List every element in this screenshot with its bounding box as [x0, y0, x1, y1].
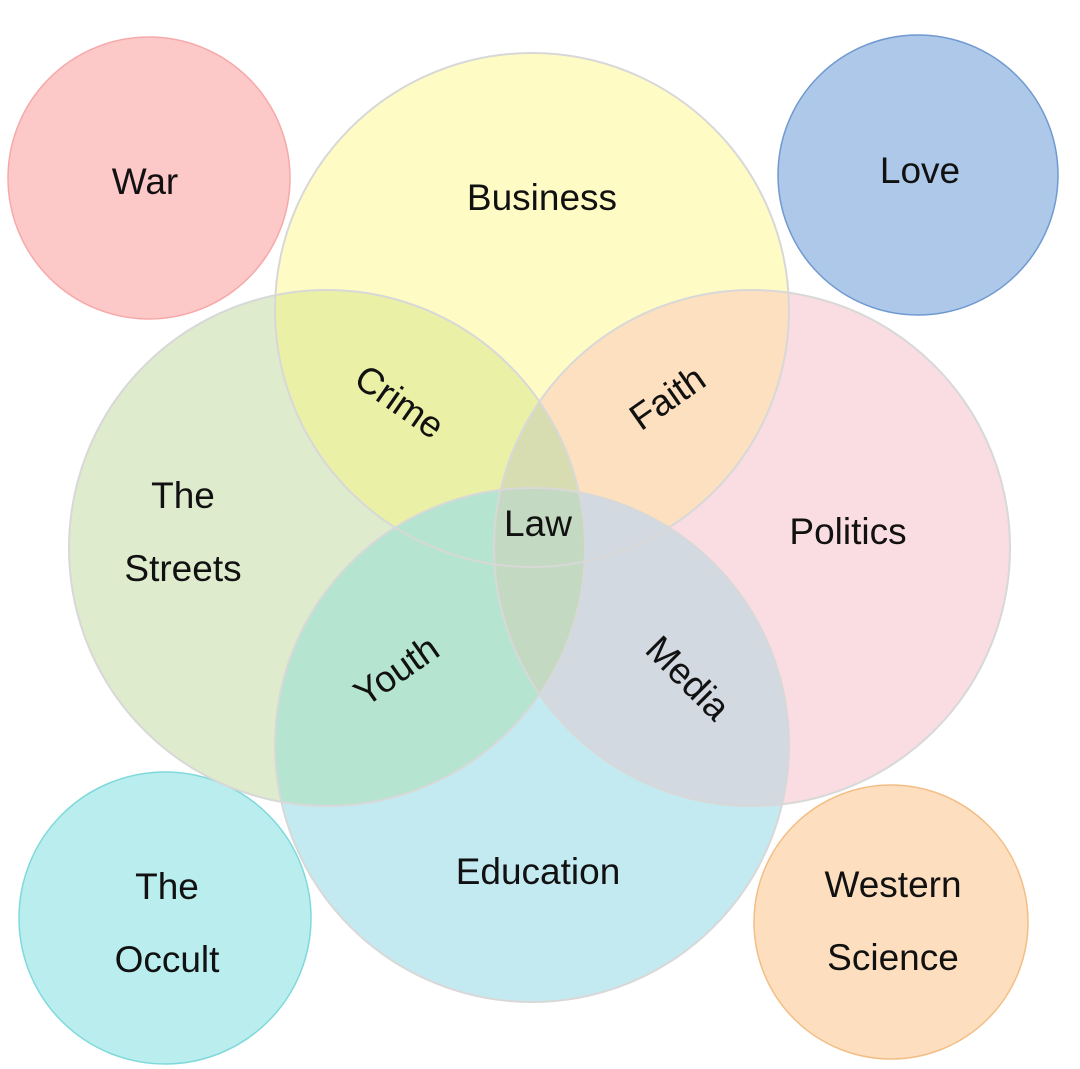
- streets-label-line-2: Streets: [124, 548, 241, 589]
- occult-circle: [18, 771, 312, 1065]
- occult-label-line-1: The: [135, 866, 199, 907]
- education-label: Education: [456, 851, 621, 892]
- politics-label: Politics: [789, 511, 906, 552]
- business-outline: [274, 52, 790, 568]
- western-label-line-1: Western: [824, 864, 961, 905]
- law-label: Law: [504, 503, 572, 544]
- war-label: War: [112, 161, 178, 202]
- western-science-circle: [753, 784, 1029, 1060]
- business-label: Business: [467, 177, 617, 218]
- love-label: Love: [880, 150, 960, 191]
- love-circle: [777, 34, 1059, 316]
- streets-outline: [68, 289, 586, 807]
- science-label-line-2: Science: [827, 937, 959, 978]
- politics-outline: [493, 289, 1011, 807]
- streets-label-line-1: The: [151, 475, 215, 516]
- education-outline: [274, 487, 790, 1003]
- occult-label-line-2: Occult: [115, 939, 221, 980]
- war-circle: [7, 36, 291, 320]
